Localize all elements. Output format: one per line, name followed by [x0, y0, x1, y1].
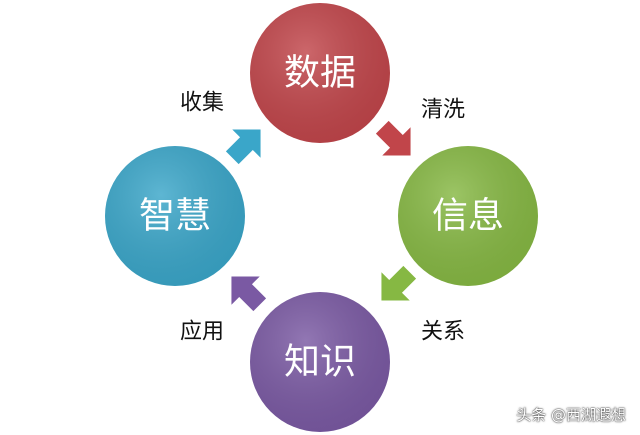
- node-data-label: 数据: [284, 53, 356, 94]
- node-data: 数据: [250, 3, 390, 143]
- arrow-wisdom-to-data: [225, 129, 261, 165]
- node-data-shade: [250, 3, 390, 143]
- edge-label-collect: 收集: [180, 91, 224, 116]
- node-information-shade: [398, 146, 538, 286]
- arrow-data-to-information-shape: [375, 120, 411, 156]
- node-wisdom-shade: [105, 146, 245, 286]
- arrow-information-to-knowledge-shape: [381, 265, 417, 301]
- arrow-information-to-knowledge: [381, 265, 417, 301]
- node-information: 信息: [398, 146, 538, 286]
- arrow-knowledge-to-wisdom-shape: [231, 276, 267, 312]
- node-knowledge-label: 知识: [284, 342, 356, 383]
- arrow-knowledge-to-wisdom: [231, 276, 267, 312]
- node-wisdom: 智慧: [105, 146, 245, 286]
- edge-label-relation: 关系: [421, 320, 465, 345]
- arrow-data-to-information: [375, 120, 411, 156]
- node-knowledge-shade: [250, 292, 390, 432]
- arrow-wisdom-to-data-shape: [225, 129, 261, 165]
- edge-label-apply: 应用: [180, 320, 224, 345]
- node-information-label: 信息: [432, 196, 504, 237]
- edge-label-clean: 清洗: [421, 98, 465, 123]
- node-knowledge: 知识: [250, 292, 390, 432]
- node-wisdom-label: 智慧: [139, 196, 211, 237]
- watermark: 头条 @西湖遐想: [516, 406, 626, 424]
